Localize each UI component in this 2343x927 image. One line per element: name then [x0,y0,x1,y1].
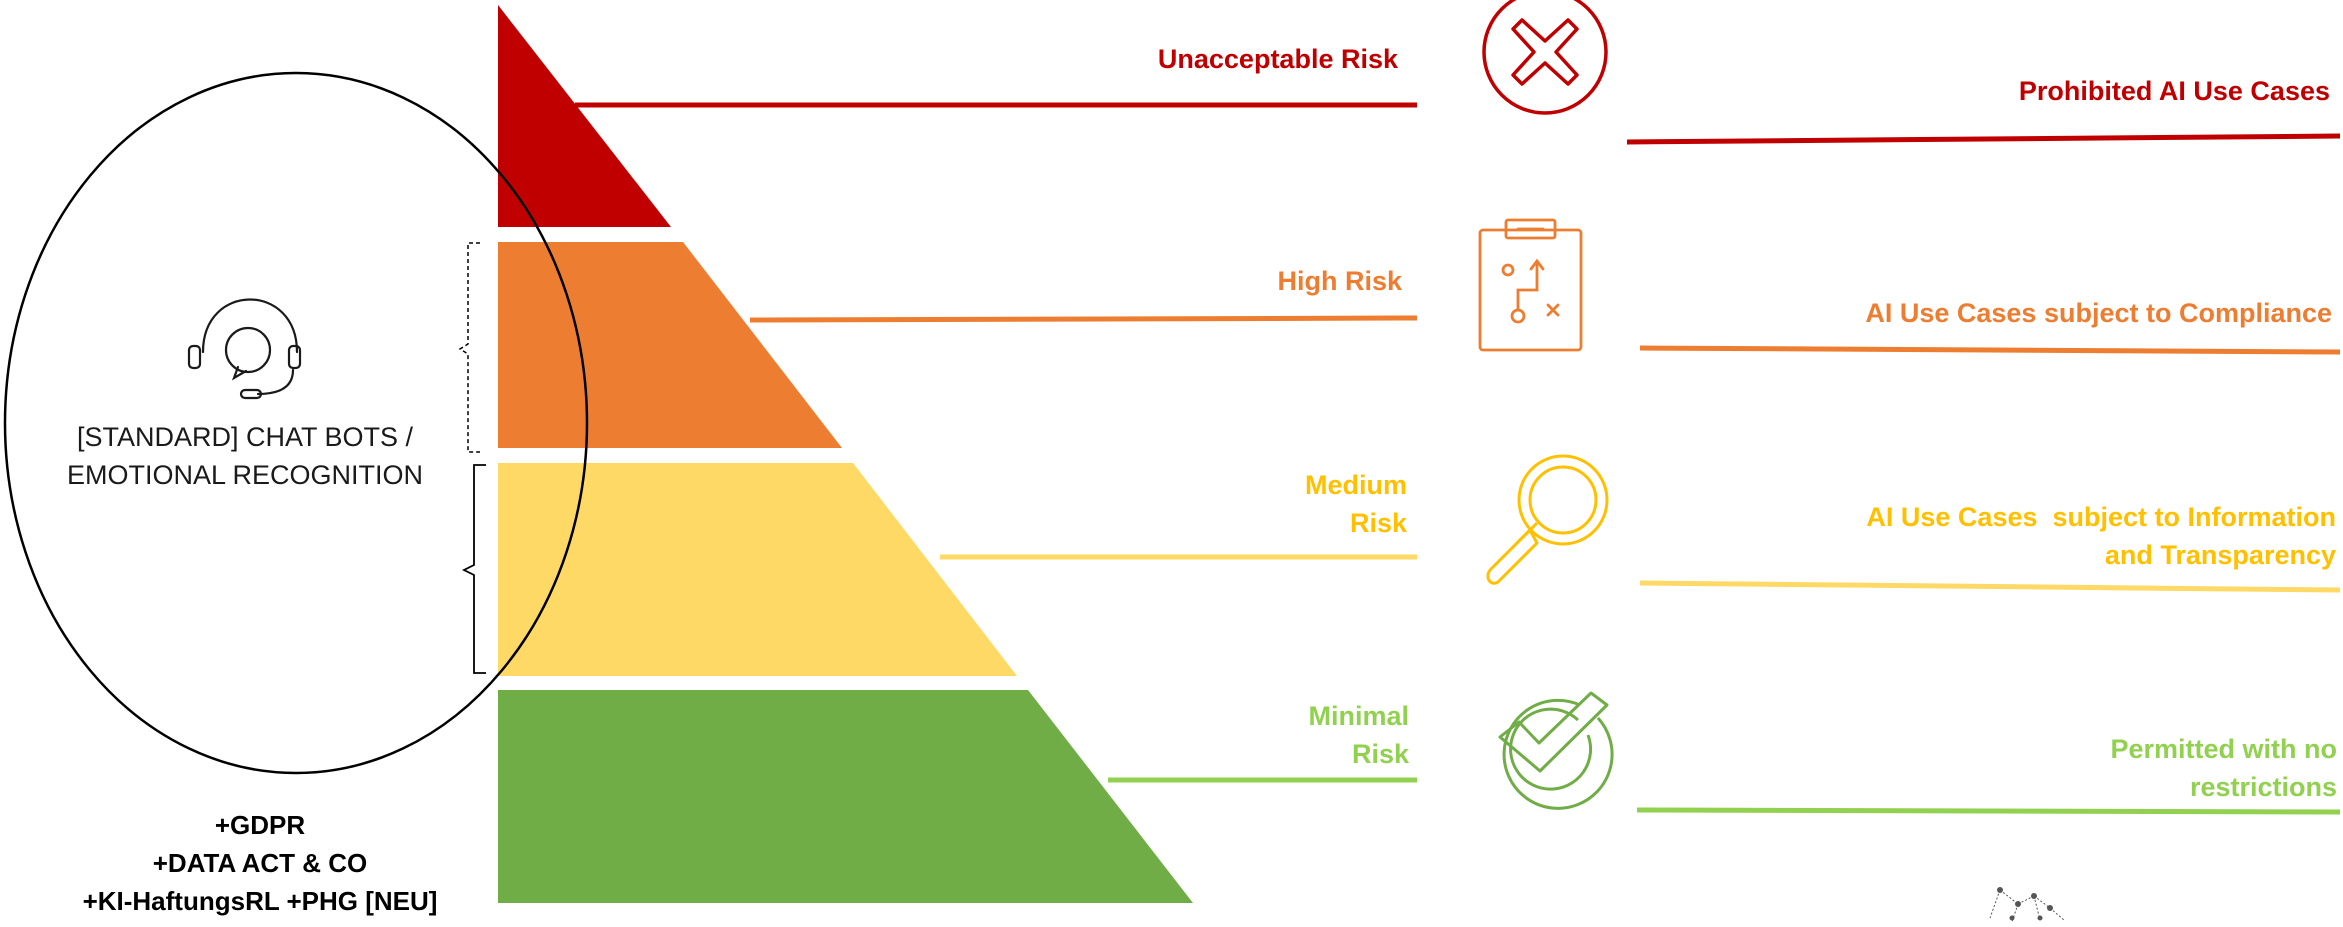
note-liability: +KI-HaftungsRL +PHG [NEU] [82,886,438,916]
outcome-prohibited: Prohibited AI Use Cases [1700,72,2330,110]
label-minimal-risk: Minimal Risk [1100,697,1409,773]
outcome-permitted-line-2: restrictions [2189,772,2337,802]
label-unacceptable-risk: Unacceptable Risk [1000,40,1398,78]
outcome-transparency-line-2: and Transparency [2104,540,2336,570]
outcome-permitted-line-1: Permitted with no [2110,734,2337,764]
label-high-line-1: High Risk [1277,266,1402,296]
network-logo-icon [1989,887,2065,923]
outcome-compliance: AI Use Cases subject to Compliance [1700,294,2332,332]
label-medium-risk: Medium Risk [1100,466,1407,542]
ellipse-caption-line-2: EMOTIONAL RECOGNITION [66,460,424,490]
outcome-transparency: AI Use Cases subject to Information and … [1700,498,2336,574]
clipboard-strategy-icon [1478,218,1583,352]
check-circle-icon [1498,691,1614,810]
highlight-ellipse [3,71,589,775]
leader-line-high [749,315,1418,323]
outcome-line-minimal [1636,807,2341,815]
magnifier-icon [1486,454,1609,585]
pyramid-tier-medium [498,463,1017,676]
label-medium-line-1: Medium [1304,470,1407,500]
pyramid-tier-high [498,242,842,448]
outcome-permitted: Permitted with no restrictions [1700,730,2337,806]
label-high-risk: High Risk [1000,262,1402,300]
ellipse-caption: [STANDARD] CHAT BOTS / EMOTIONAL RECOGNI… [40,418,450,494]
outcome-line-high [1639,345,2341,355]
label-unacceptable-line-1: Unacceptable Risk [1157,44,1398,74]
note-data-act: +DATA ACT & CO [152,848,368,878]
x-circle-icon [1482,0,1608,115]
outcome-line-unacceptable [1626,133,2341,145]
headset-chat-icon [187,298,302,400]
note-gdpr: +GDPR [214,810,306,840]
label-minimal-line-2: Risk [1351,739,1409,769]
outcome-transparency-line-1: AI Use Cases subject to Information [1866,502,2336,532]
pyramid-tier-minimal [498,690,1193,903]
solid-brace [461,464,486,674]
label-medium-line-2: Risk [1349,508,1407,538]
dashed-brace [458,242,480,453]
outcome-line-medium [1639,580,2341,593]
regulation-notes: +GDPR +DATA ACT & CO +KI-HaftungsRL +PHG… [40,806,480,920]
label-minimal-line-1: Minimal [1308,701,1409,731]
outcome-prohibited-line-1: Prohibited AI Use Cases [2018,76,2330,106]
outcome-compliance-line-1: AI Use Cases subject to Compliance [1865,298,2332,328]
pyramid-tier-unacceptable [498,5,671,227]
ellipse-caption-line-1: [STANDARD] CHAT BOTS / [76,422,414,452]
